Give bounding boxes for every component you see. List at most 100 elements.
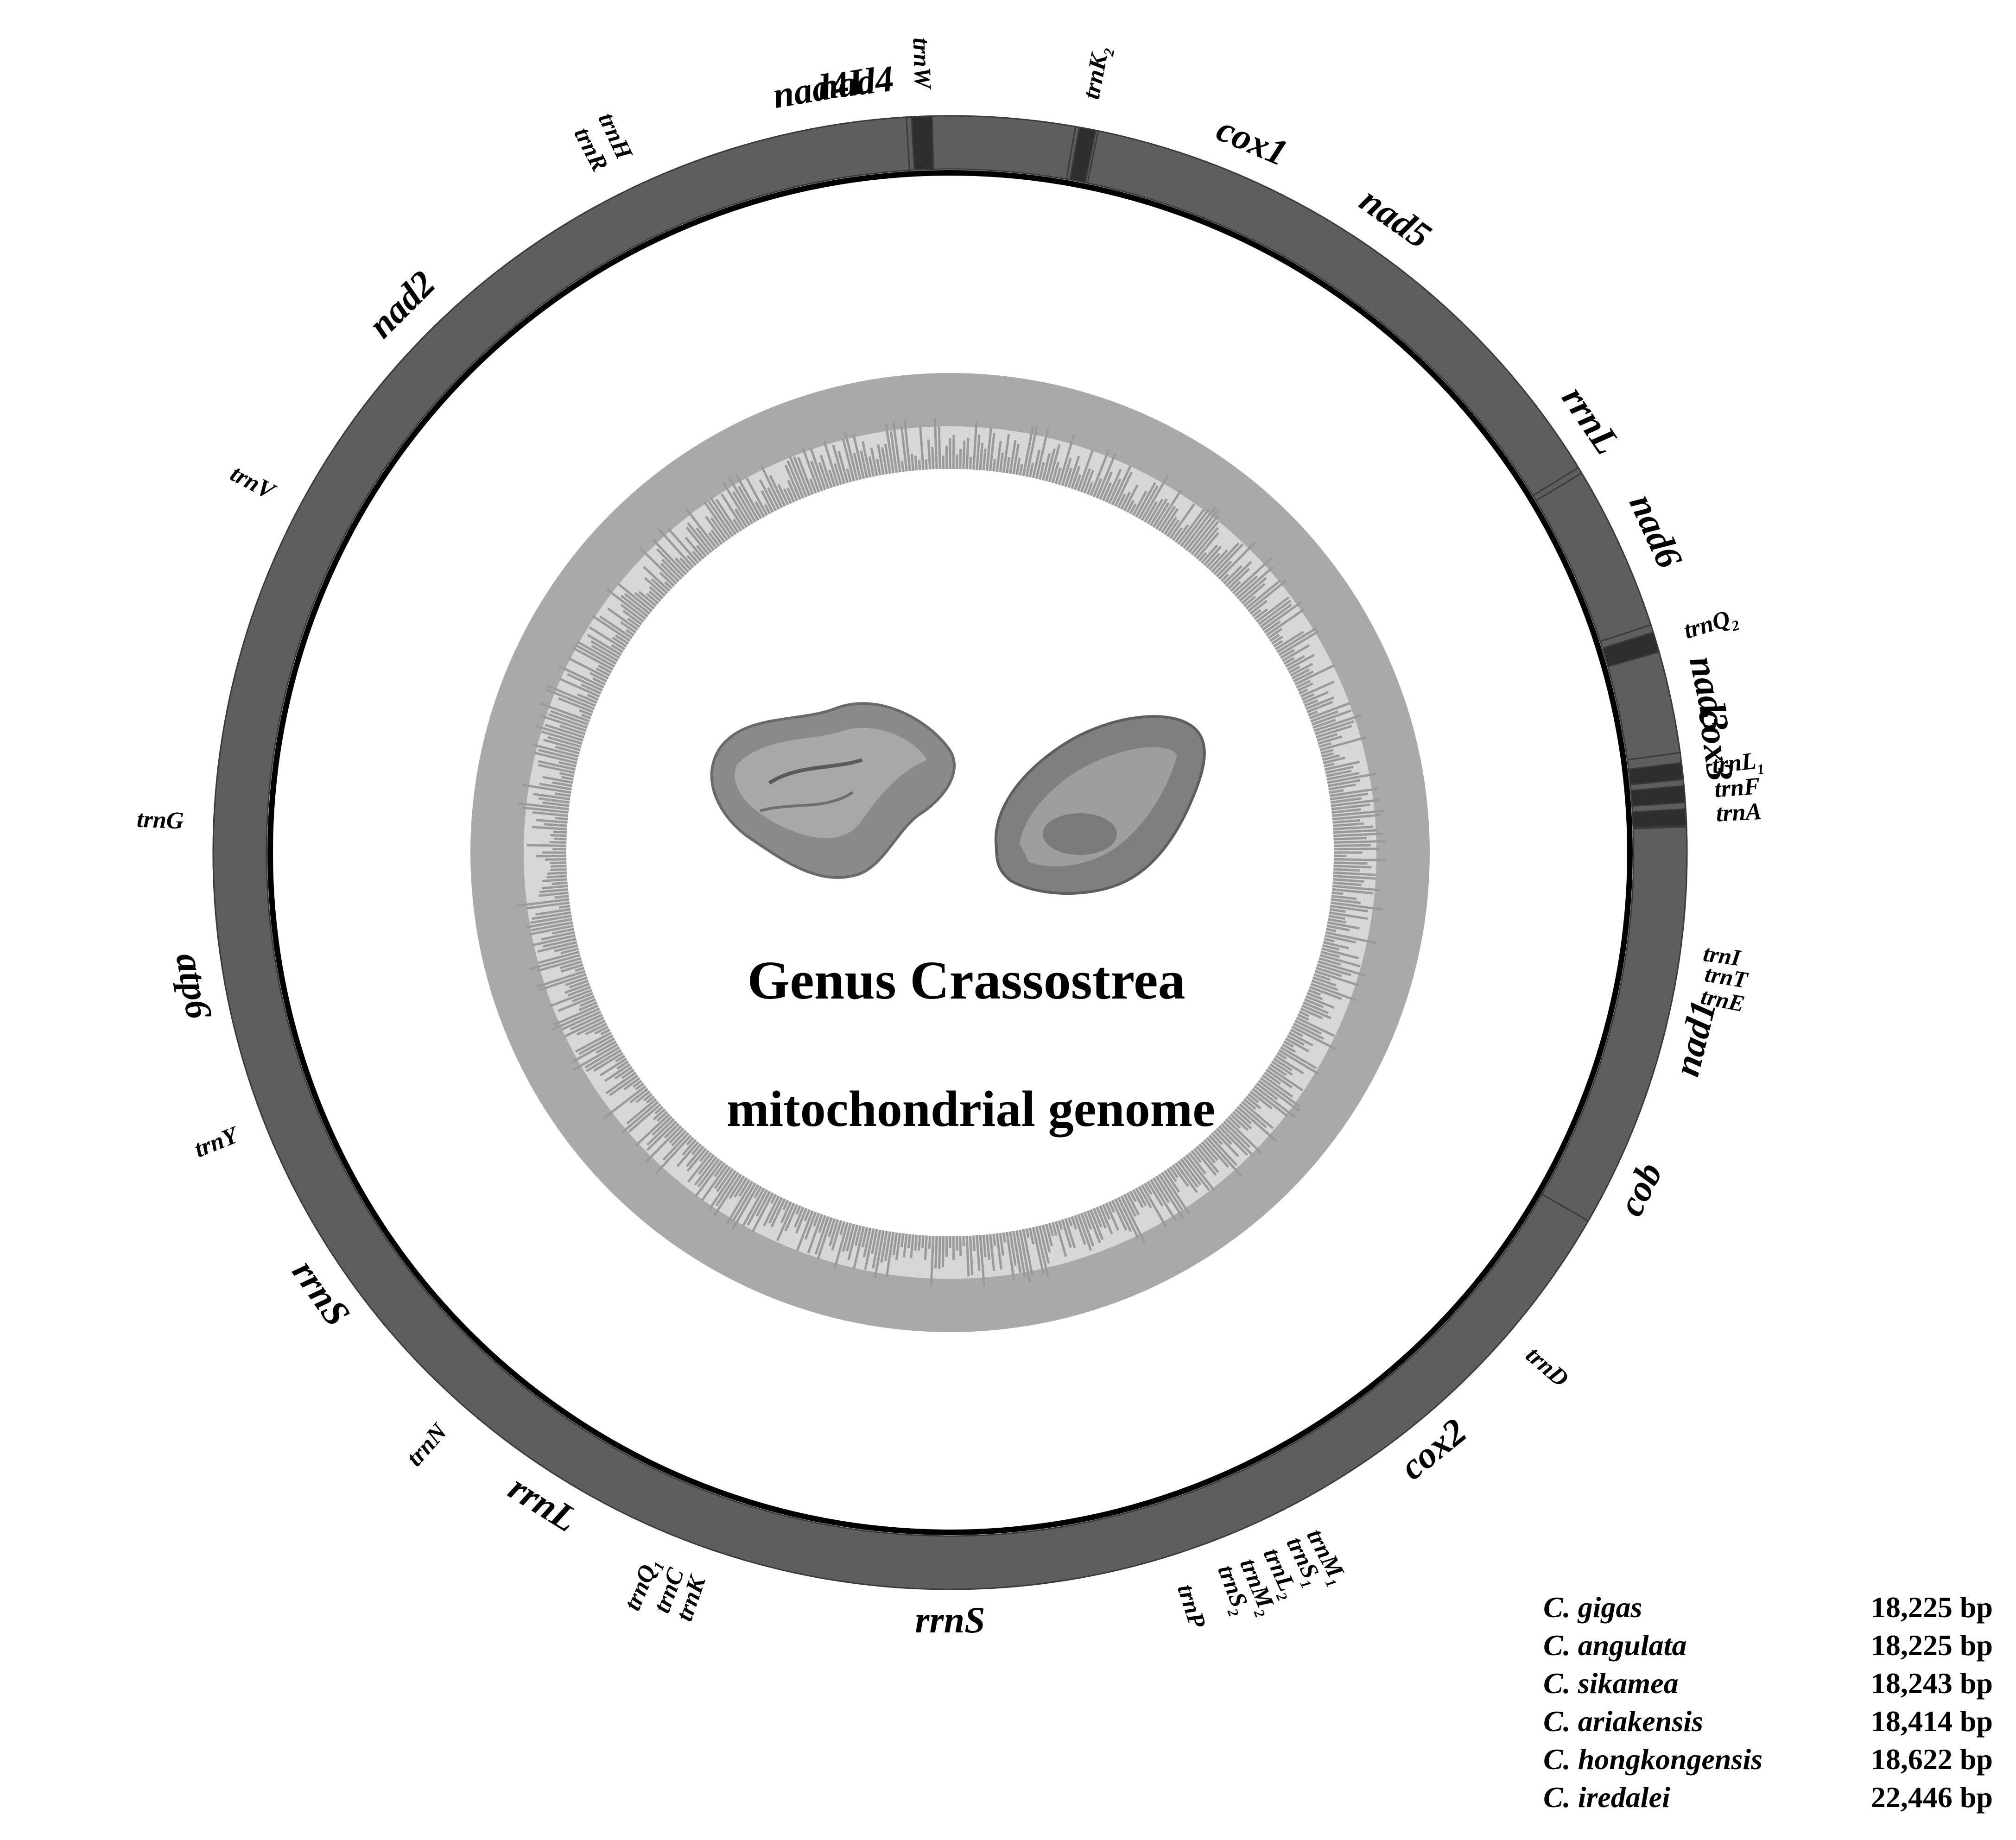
gc-bar bbox=[763, 1195, 780, 1227]
gc-bar bbox=[634, 1113, 671, 1147]
gc-bar bbox=[847, 1224, 859, 1261]
legend-genome-length: 18,243 bp bbox=[1871, 1667, 1993, 1700]
gc-bar bbox=[539, 783, 572, 790]
gc-bar bbox=[910, 453, 915, 471]
gc-bar bbox=[1117, 493, 1126, 508]
gc-bar bbox=[1077, 449, 1094, 492]
gc-bar bbox=[754, 501, 765, 518]
gc-bar bbox=[1325, 931, 1376, 944]
gc-bar bbox=[555, 746, 580, 755]
gc-bar bbox=[1180, 1158, 1202, 1186]
gc-bar bbox=[546, 875, 567, 879]
gc-bar bbox=[732, 491, 754, 525]
gc-bar bbox=[599, 1057, 628, 1076]
gc-bar bbox=[652, 538, 687, 575]
gc-bar bbox=[548, 713, 588, 729]
legend-genome-length: 18,225 bp bbox=[1871, 1591, 1993, 1624]
gc-bar bbox=[1152, 1177, 1170, 1203]
gc-bar bbox=[1048, 444, 1061, 482]
gc-bar bbox=[1269, 1063, 1287, 1076]
legend-species: C. sikamea bbox=[1543, 1667, 1679, 1700]
gc-bar bbox=[553, 1004, 599, 1026]
gc-bar bbox=[578, 709, 592, 716]
gc-bar bbox=[686, 1137, 694, 1146]
gc-bar bbox=[1303, 691, 1329, 704]
gene-label-trng: trnG bbox=[136, 806, 184, 835]
gc-bar bbox=[1234, 1108, 1252, 1125]
gc-bar bbox=[1172, 527, 1183, 541]
gc-bar bbox=[885, 1232, 895, 1277]
gc-bar bbox=[687, 1152, 712, 1183]
gc-bar bbox=[985, 1234, 991, 1260]
gc-bar bbox=[1177, 1160, 1199, 1188]
gc-bar bbox=[674, 557, 690, 573]
oyster-shell-left-icon bbox=[710, 702, 956, 879]
gc-bar bbox=[660, 563, 680, 582]
gc-bar bbox=[1293, 670, 1314, 683]
gc-bar bbox=[560, 963, 583, 973]
gc-bar bbox=[1333, 829, 1377, 834]
gc-bar bbox=[797, 457, 814, 495]
gc-bar bbox=[1035, 1226, 1049, 1277]
gc-bar bbox=[576, 1019, 606, 1036]
gc-bar bbox=[1123, 1194, 1137, 1217]
gc-bar bbox=[729, 1175, 745, 1199]
gc-bar bbox=[1193, 1148, 1217, 1176]
gc-bar bbox=[735, 474, 762, 519]
gc-bar bbox=[1319, 957, 1341, 966]
gc-bar bbox=[662, 1132, 690, 1161]
gc-bar bbox=[622, 610, 642, 626]
gc-bar bbox=[643, 566, 671, 592]
gc-bar bbox=[1333, 865, 1372, 869]
gc-bar bbox=[1216, 561, 1232, 578]
gc-bar bbox=[1262, 1074, 1293, 1098]
gc-bar bbox=[1324, 763, 1335, 768]
gc-bar bbox=[1108, 1201, 1116, 1213]
gc-bar bbox=[646, 593, 659, 605]
gc-bar bbox=[1319, 954, 1361, 967]
legend-species: C. iredalei bbox=[1543, 1781, 1670, 1814]
gc-bar bbox=[542, 885, 568, 890]
gc-bar bbox=[1281, 644, 1310, 662]
gc-bar bbox=[728, 476, 756, 523]
gene-arc-nad5 bbox=[1086, 130, 1579, 497]
gc-bar bbox=[1310, 710, 1339, 723]
gc-bar bbox=[621, 1100, 659, 1134]
gc-bar bbox=[571, 646, 614, 671]
gc-bar bbox=[1287, 654, 1315, 671]
gc-bar bbox=[818, 1215, 826, 1233]
gc-bar bbox=[1311, 980, 1338, 991]
gc-bar bbox=[1149, 498, 1168, 526]
gc-bar bbox=[567, 673, 603, 692]
gc-bar bbox=[1220, 574, 1229, 582]
gc-bar bbox=[1174, 1162, 1198, 1193]
gene-label-trnf: trnF bbox=[1713, 773, 1761, 803]
gc-bar bbox=[1262, 601, 1302, 631]
gc-bar bbox=[1090, 449, 1110, 496]
gc-bar bbox=[1206, 1137, 1243, 1177]
gc-bar bbox=[1025, 1228, 1030, 1238]
gc-bar bbox=[1311, 709, 1352, 726]
gc-bar bbox=[784, 464, 801, 500]
gc-bar bbox=[1025, 425, 1038, 477]
gc-bar bbox=[1236, 566, 1274, 600]
gc-bar bbox=[1234, 575, 1258, 597]
gc-bar bbox=[539, 702, 590, 723]
gc-bar bbox=[1220, 1123, 1254, 1156]
gc-bar bbox=[1326, 924, 1350, 931]
legend-genome-length: 18,414 bp bbox=[1871, 1705, 1993, 1738]
legend-species: C. gigas bbox=[1543, 1591, 1642, 1624]
gene-arc-nad4l bbox=[212, 116, 1590, 1590]
gc-bar bbox=[731, 1184, 760, 1231]
gc-bar bbox=[532, 743, 579, 758]
gc-bar bbox=[533, 793, 571, 801]
gc-bar bbox=[587, 633, 622, 656]
gc-bar bbox=[1323, 941, 1350, 950]
gc-bar bbox=[1239, 577, 1267, 602]
gc-bar bbox=[1320, 950, 1340, 958]
gc-bar bbox=[1230, 581, 1242, 592]
gc-bar bbox=[1301, 1004, 1332, 1019]
gc-bar bbox=[584, 1046, 620, 1069]
gc-bar bbox=[1038, 1225, 1050, 1264]
gc-bar bbox=[687, 522, 712, 553]
